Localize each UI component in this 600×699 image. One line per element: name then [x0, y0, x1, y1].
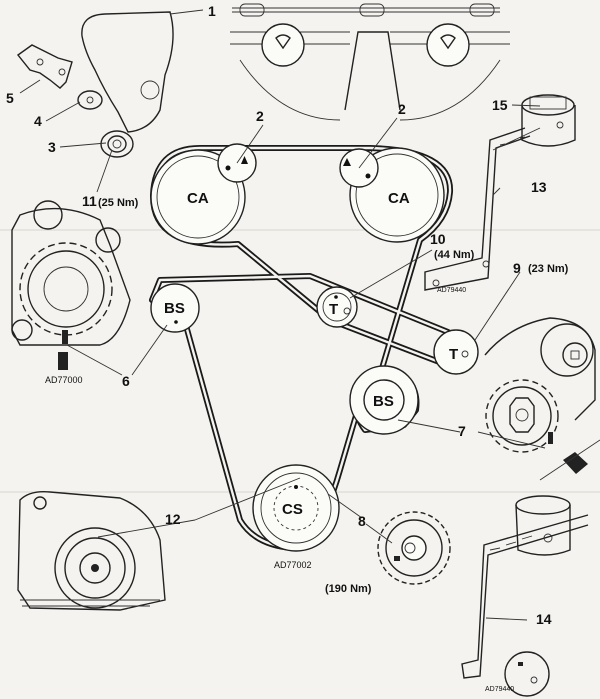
bracket-part	[16, 44, 73, 89]
setting-tool-13	[424, 127, 541, 291]
torque-11: (25 Nm)	[98, 197, 139, 209]
page-fold-lines	[0, 229, 600, 493]
callout-5: 5	[6, 90, 14, 106]
crankshaft-pulley	[252, 464, 340, 552]
label-tensioner-lower: T	[449, 346, 458, 363]
crank-sprocket-detail	[377, 511, 451, 585]
torque-labels: (23 Nm) (44 Nm) (25 Nm) (190 Nm)	[98, 197, 569, 595]
ref-center: AD77002	[274, 560, 312, 570]
timing-cover	[81, 3, 500, 133]
callout-4: 4	[34, 113, 42, 129]
balance-shaft-gear-detail	[484, 317, 600, 481]
callout-9: 9	[513, 260, 521, 276]
crank-gear-detail	[11, 200, 131, 370]
torque-10: (44 Nm)	[434, 249, 475, 261]
cam-timing-detail	[230, 23, 510, 121]
balance-shaft-pulley-right	[349, 365, 419, 435]
torque-8: (190 Nm)	[325, 583, 372, 595]
ref-tool-13: AD79440	[437, 287, 466, 294]
callout-12: 12	[165, 511, 181, 527]
tensioner-upper	[316, 286, 358, 328]
label-ca-right: CA	[388, 190, 410, 207]
setting-tool-14	[461, 495, 589, 697]
callout-labels: 1 2 2 3 4 5 6 7 8 9 10 11 12 13 14 15	[6, 3, 552, 627]
callout-13: 13	[531, 179, 547, 195]
label-bs-right: BS	[373, 393, 394, 410]
leader-lines	[19, 9, 546, 621]
ref-tool-14: AD79440	[485, 686, 514, 693]
callout-15: 15	[492, 97, 508, 113]
label-crankshaft: CS	[282, 501, 303, 518]
label-bs-left: BS	[164, 300, 185, 317]
callout-2-right: 2	[398, 101, 406, 117]
balance-shaft-pulley-left	[150, 283, 200, 333]
bolt-part	[100, 130, 134, 158]
callout-7: 7	[458, 423, 466, 439]
callout-3: 3	[48, 139, 56, 155]
callout-1: 1	[208, 3, 216, 19]
callout-10: 10	[430, 231, 446, 247]
engine-block-detail	[17, 490, 166, 611]
callout-8: 8	[358, 513, 366, 529]
callout-14: 14	[536, 611, 552, 627]
torque-9: (23 Nm)	[528, 263, 569, 275]
gauge-cylinder-15	[521, 94, 576, 147]
pulley-labels: CA CA BS BS T T CS	[164, 190, 458, 518]
tensioner-lower	[433, 329, 479, 375]
reference-codes: AD77000 AD77002 AD79440 AD79440	[45, 287, 514, 693]
ref-left: AD77000	[45, 375, 83, 385]
washer-part	[77, 90, 103, 110]
callout-11: 11	[82, 193, 97, 209]
label-ca-left: CA	[187, 190, 209, 207]
callout-2-left: 2	[256, 108, 264, 124]
callout-6: 6	[122, 373, 130, 389]
label-tensioner-upper: T	[329, 301, 338, 318]
